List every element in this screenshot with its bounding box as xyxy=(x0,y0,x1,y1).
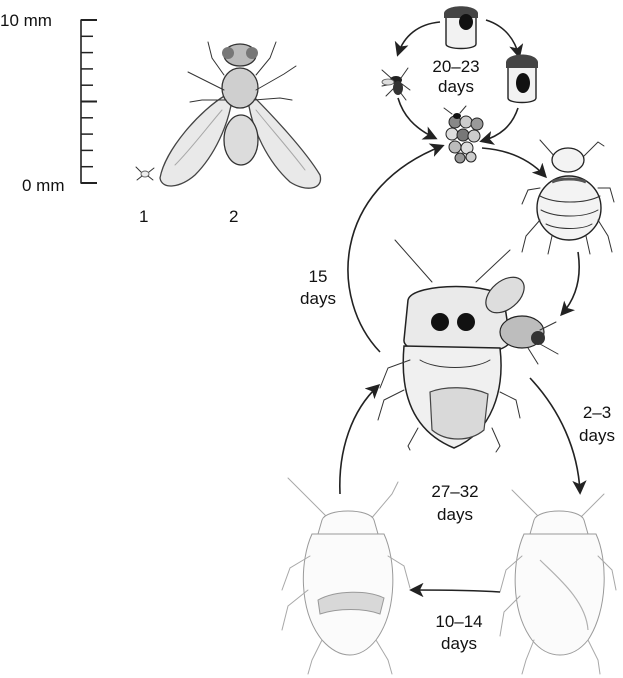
cycle-arrow xyxy=(398,98,435,138)
cycle-arrow xyxy=(398,22,440,54)
duration-27-32-unit: days xyxy=(437,505,473,524)
cycle-arrow xyxy=(530,378,580,492)
wasp-icon xyxy=(382,68,410,100)
scale-top-label: 10 mm xyxy=(0,11,52,30)
cycle-arrow xyxy=(412,590,500,592)
parasitized-egg-icon xyxy=(444,6,478,48)
duration-15-value: 15 xyxy=(309,267,328,286)
duration-27-32-value: 27–32 xyxy=(431,482,478,501)
late-nymph-bug-icon xyxy=(282,478,410,674)
cycle-arrow xyxy=(482,108,518,141)
adult-bug-with-fly-icon xyxy=(378,240,558,452)
scale-bottom-label: 0 mm xyxy=(22,176,65,195)
tiny-insect-icon xyxy=(136,167,154,180)
cycle-arrow xyxy=(486,20,519,56)
cycle-arrow xyxy=(562,252,579,314)
specimen-1-label: 1 xyxy=(139,207,148,226)
specimen-2-label: 2 xyxy=(229,207,238,226)
egg-cluster-icon xyxy=(444,106,483,163)
duration-10-14-unit: days xyxy=(441,634,477,653)
duration-20-23-value: 20–23 xyxy=(432,57,479,76)
parasitized-egg-icon xyxy=(506,55,538,103)
nymph-bug-icon xyxy=(522,140,614,254)
fly-icon xyxy=(160,42,321,188)
cycle-arrow xyxy=(340,386,378,494)
late-nymph-bug-icon xyxy=(500,490,616,674)
egg-parasitoid-cycle: 20–23 days xyxy=(382,6,538,163)
scale-bar: 10 mm 0 mm xyxy=(0,11,97,195)
duration-2-3-value: 2–3 xyxy=(583,403,611,422)
cycle-arrow xyxy=(482,148,545,176)
duration-20-23-unit: days xyxy=(438,77,474,96)
duration-10-14-value: 10–14 xyxy=(435,612,482,631)
duration-15-unit: days xyxy=(300,289,336,308)
duration-2-3-unit: days xyxy=(579,426,615,445)
